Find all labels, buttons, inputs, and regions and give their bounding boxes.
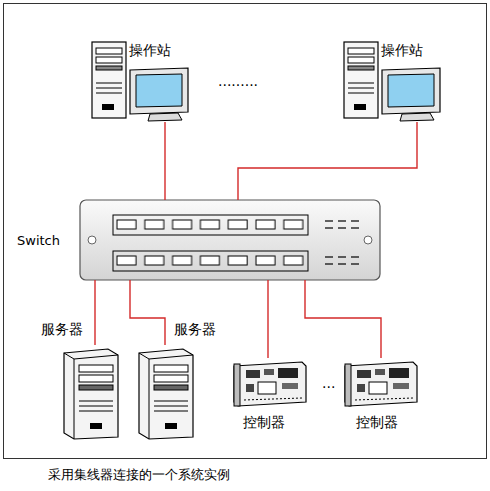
caption: 采用集线器连接的一个系统实例 xyxy=(48,467,230,483)
workstation-icon xyxy=(344,42,440,121)
network-cable xyxy=(164,122,165,200)
network-cable xyxy=(267,280,268,358)
node-label: 操作站 xyxy=(380,42,424,59)
node-label: 服务器 xyxy=(173,321,217,338)
node-label: 操作站 xyxy=(128,42,172,59)
workstation: 操作站 xyxy=(88,38,193,122)
network-cable xyxy=(130,280,165,345)
workstation: 操作站 xyxy=(340,38,445,122)
node-label: 控制器 xyxy=(242,414,286,431)
ellipsis: ......... xyxy=(218,74,258,88)
frame xyxy=(4,4,487,459)
controller-icon xyxy=(345,362,417,406)
network-cable xyxy=(94,280,95,345)
network-cable xyxy=(238,122,417,200)
node-label: 服务器 xyxy=(40,321,84,338)
server: 服务器 xyxy=(60,345,122,440)
controller: 控制器 xyxy=(343,358,419,410)
server-icon xyxy=(64,349,118,439)
switch: Switch xyxy=(80,200,380,280)
server-icon xyxy=(139,349,193,439)
node-label: Switch xyxy=(16,233,61,249)
workstation-icon xyxy=(92,42,188,121)
controller-icon xyxy=(234,362,306,406)
ellipsis: ... xyxy=(322,376,335,390)
server: 服务器 xyxy=(135,345,197,440)
controller: 控制器 xyxy=(232,358,308,410)
node-label: 控制器 xyxy=(355,414,399,431)
switch-panel xyxy=(80,200,380,280)
network-cable xyxy=(305,280,381,358)
